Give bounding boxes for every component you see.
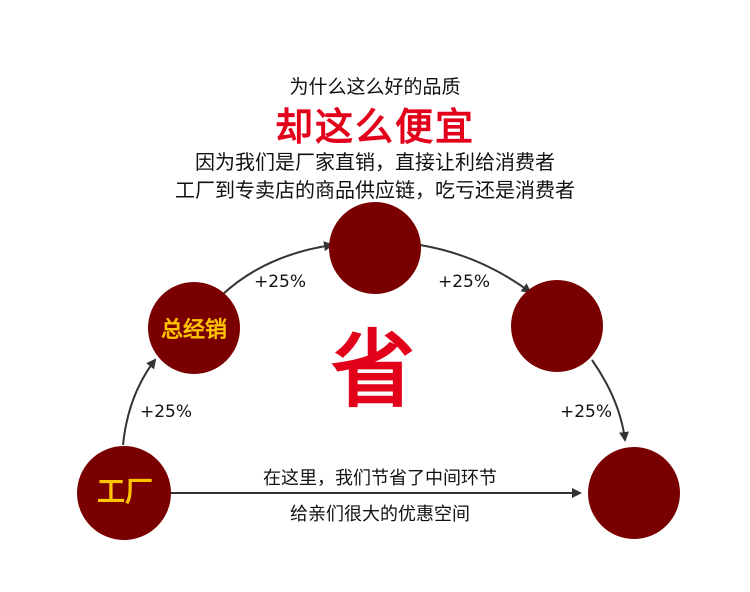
node-store <box>588 447 680 539</box>
factory-label: 工厂 <box>96 475 153 508</box>
arrow-distributor-to-top <box>221 241 334 296</box>
node-factory <box>77 446 171 540</box>
markup-label: +25% <box>140 402 193 422</box>
node-distributor <box>148 282 240 374</box>
distributor-label: 总经销 <box>160 318 227 343</box>
arrow-top-to-right <box>419 244 532 294</box>
reason-line-2: 工厂到专卖店的商品供应链，吃亏还是消费者 <box>175 178 575 202</box>
markup-label: +25% <box>560 402 613 422</box>
direct-path-line-2: 给亲们很大的优惠空间 <box>290 504 470 525</box>
arrow-factory-to-distributor <box>122 358 157 446</box>
node-top <box>329 202 421 294</box>
markup-label: +25% <box>438 272 491 292</box>
markup-label: +25% <box>254 272 307 292</box>
reason-line-1: 因为我们是厂家直销，直接让利给消费者 <box>195 150 555 174</box>
question-text: 为什么这么好的品质 <box>289 76 461 98</box>
headline: 却这么便宜 <box>274 105 475 149</box>
arrow-right-to-store <box>591 359 629 442</box>
direct-path-line-1: 在这里，我们节省了中间环节 <box>263 468 497 489</box>
save-word: 省 <box>330 321 415 419</box>
node-right <box>511 280 603 372</box>
